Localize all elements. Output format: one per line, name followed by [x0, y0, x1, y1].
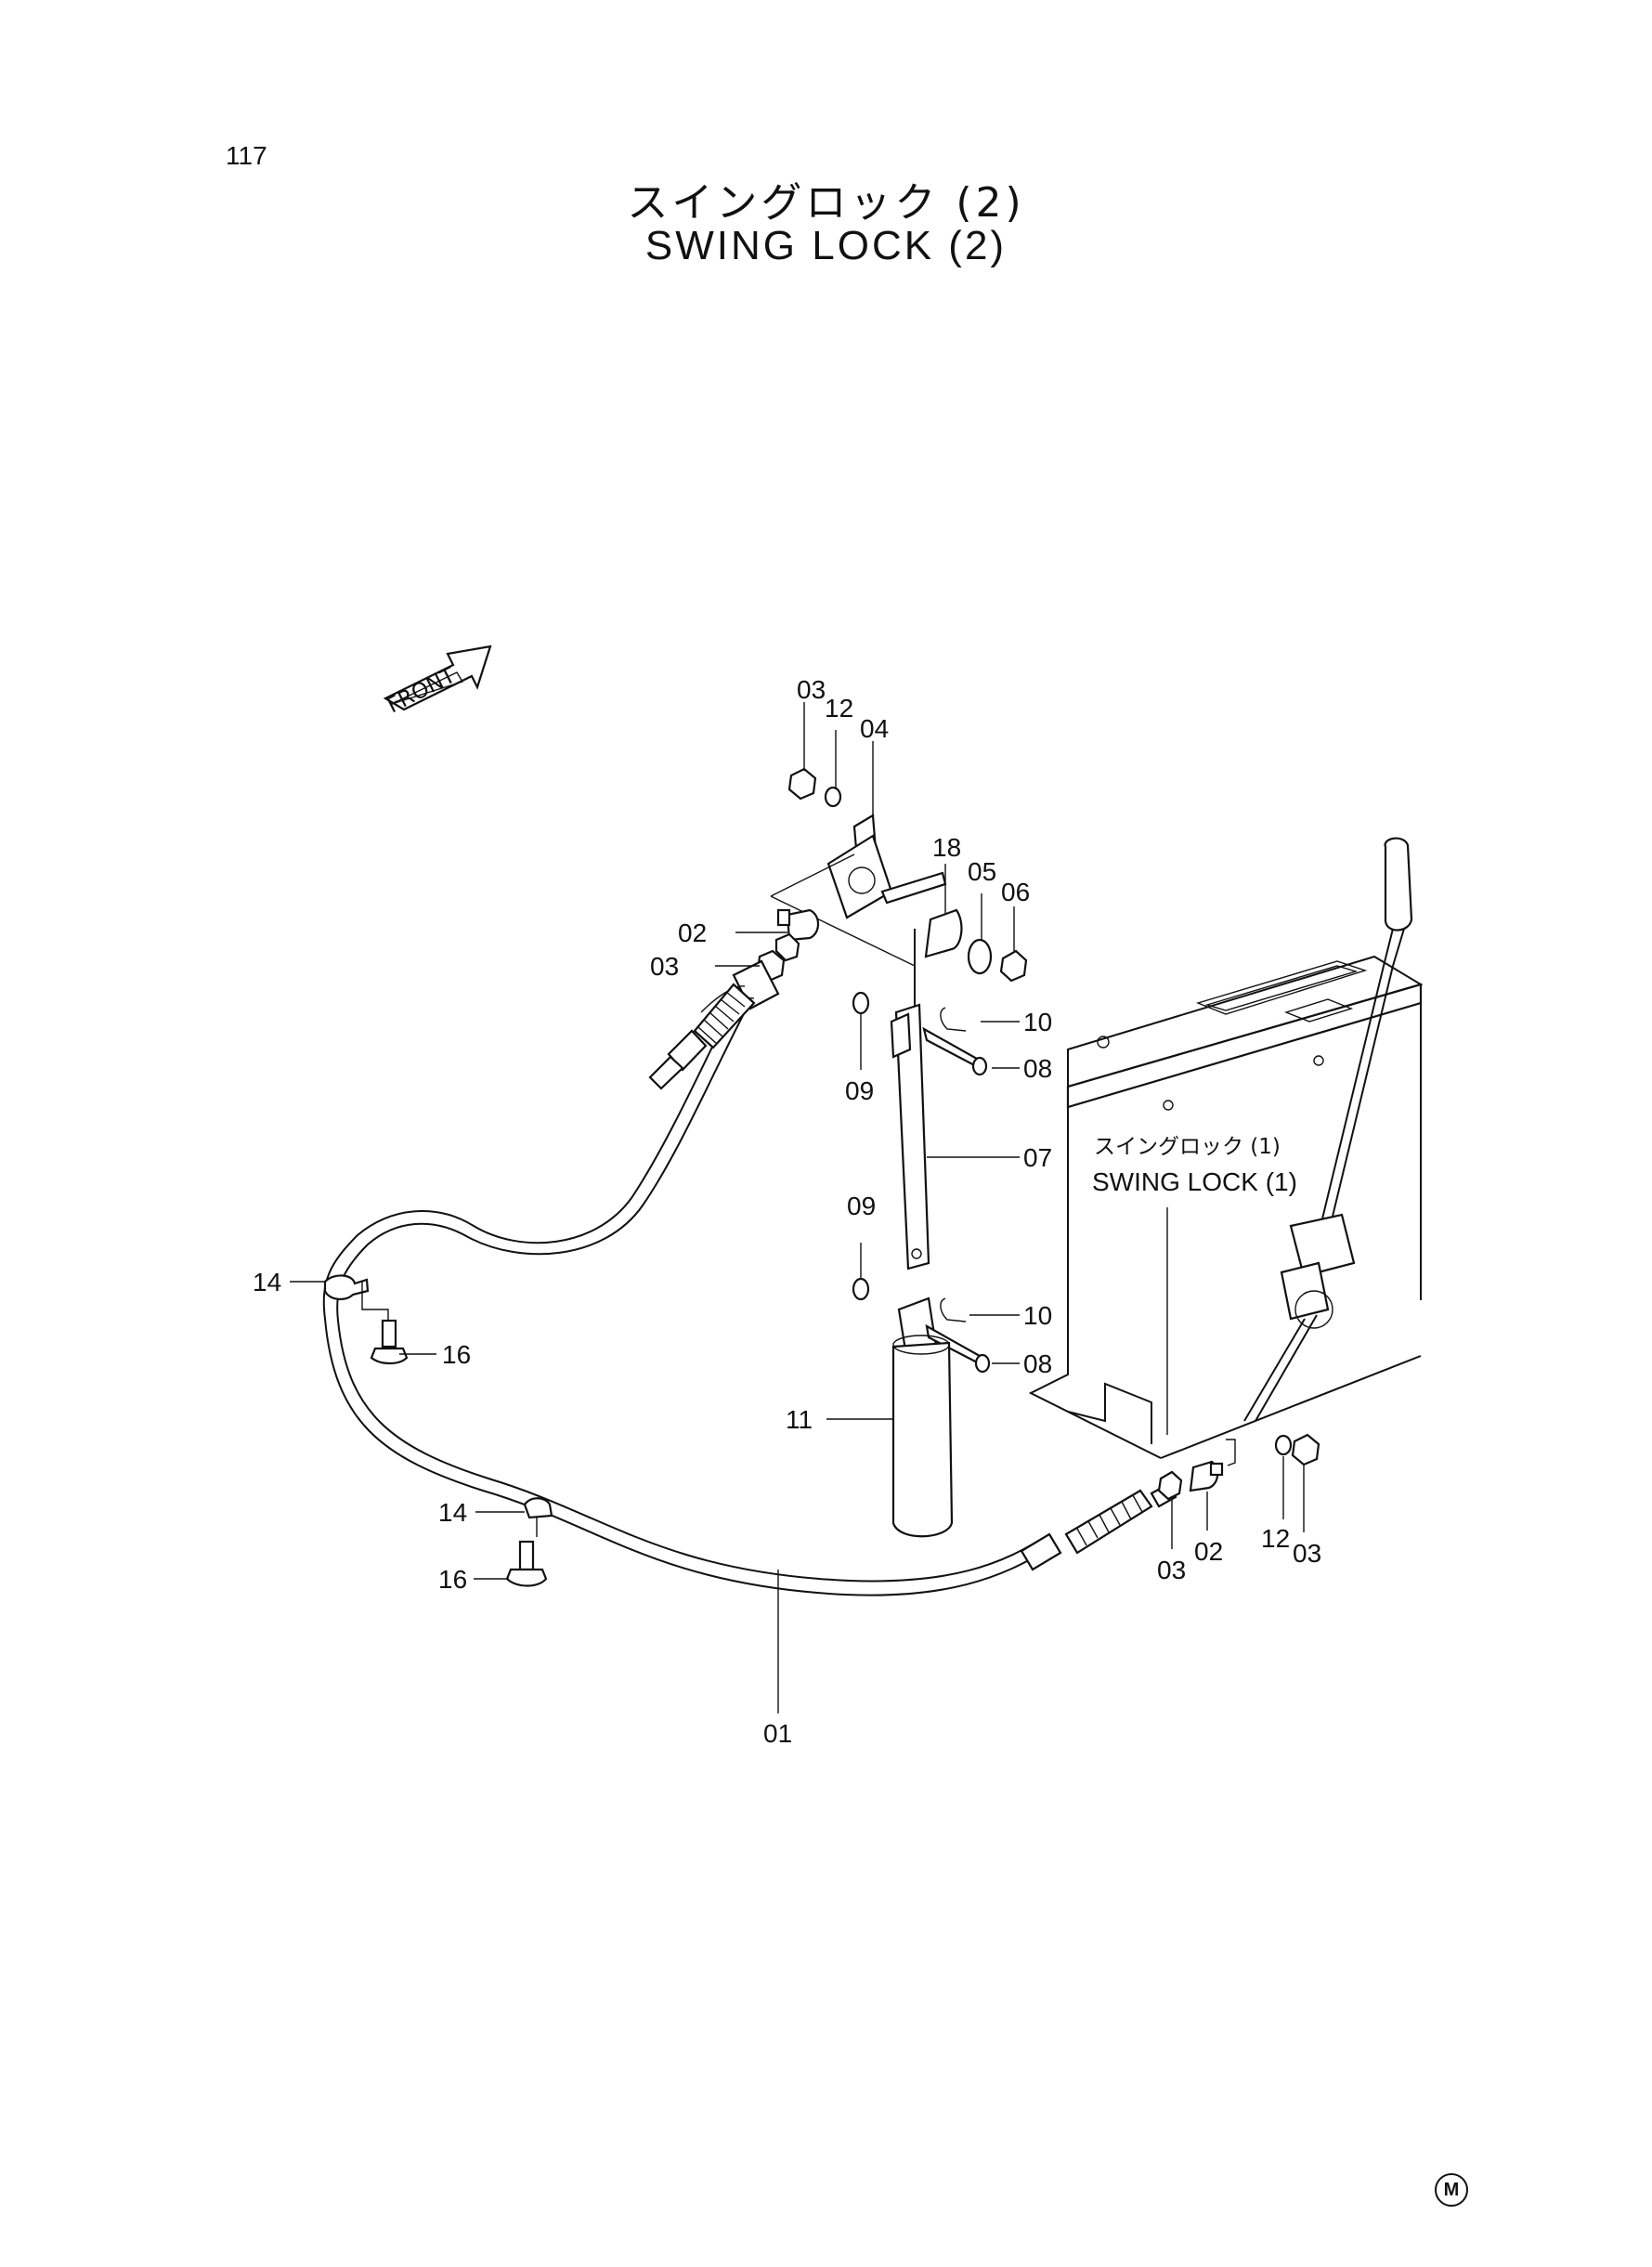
page-number: 117	[226, 141, 267, 170]
m-mark: M	[1435, 2173, 1468, 2207]
reference-label: スイングロック (1) SWING LOCK (1)	[1092, 1135, 1297, 1196]
callout-05: 05	[968, 857, 996, 886]
callout-02: 02	[678, 919, 707, 947]
lever	[1243, 837, 1413, 1422]
cable	[322, 959, 1320, 1596]
title-english: SWING LOCK (2)	[644, 223, 1008, 268]
callout-12: 12	[1261, 1524, 1290, 1553]
callout-07: 07	[1023, 1143, 1052, 1172]
title-japanese: スイングロック (2)	[627, 179, 1025, 227]
callout-18: 18	[932, 833, 961, 862]
top-bracket	[756, 767, 1028, 983]
callout-14: 14	[438, 1498, 467, 1527]
callout-10: 10	[1023, 1301, 1052, 1330]
reference-en: SWING LOCK (1)	[1092, 1167, 1297, 1196]
bolt-upper	[370, 1319, 409, 1365]
callout-14: 14	[253, 1268, 281, 1296]
bolt-lower	[505, 1540, 548, 1587]
callout-08: 08	[1023, 1054, 1052, 1083]
callout-06: 06	[1001, 878, 1030, 906]
callout-03: 03	[797, 675, 826, 704]
callout-03: 03	[650, 952, 679, 981]
callout-03: 03	[1293, 1539, 1321, 1568]
callout-02: 02	[1194, 1537, 1223, 1566]
callout-16: 16	[442, 1340, 471, 1369]
callout-labels: 03 12 04 18 05 06 02 03 10 08 09 07 09 1…	[253, 675, 1321, 1748]
callout-08: 08	[1023, 1349, 1052, 1378]
callout-11: 11	[786, 1405, 813, 1434]
clamp-upper	[323, 1274, 389, 1323]
cylinder	[891, 1296, 991, 1538]
leader-lines	[290, 702, 1305, 1713]
callout-12: 12	[825, 694, 853, 723]
front-label: FRONT	[384, 663, 461, 718]
callout-04: 04	[860, 714, 889, 743]
link-arm	[852, 929, 988, 1322]
callout-01: 01	[763, 1719, 792, 1748]
cable-threads-bottom	[1064, 1489, 1153, 1555]
clamp-lower	[523, 1497, 553, 1537]
callout-10: 10	[1023, 1008, 1052, 1036]
callout-09: 09	[847, 1192, 876, 1220]
reference-jp: スイングロック (1)	[1094, 1135, 1281, 1159]
callout-03: 03	[1157, 1556, 1186, 1584]
callout-16: 16	[438, 1565, 467, 1594]
front-arrow: FRONT	[383, 645, 492, 718]
callout-09: 09	[845, 1076, 874, 1105]
control-box	[1028, 955, 1424, 1459]
cable-threads-top	[693, 983, 756, 1049]
